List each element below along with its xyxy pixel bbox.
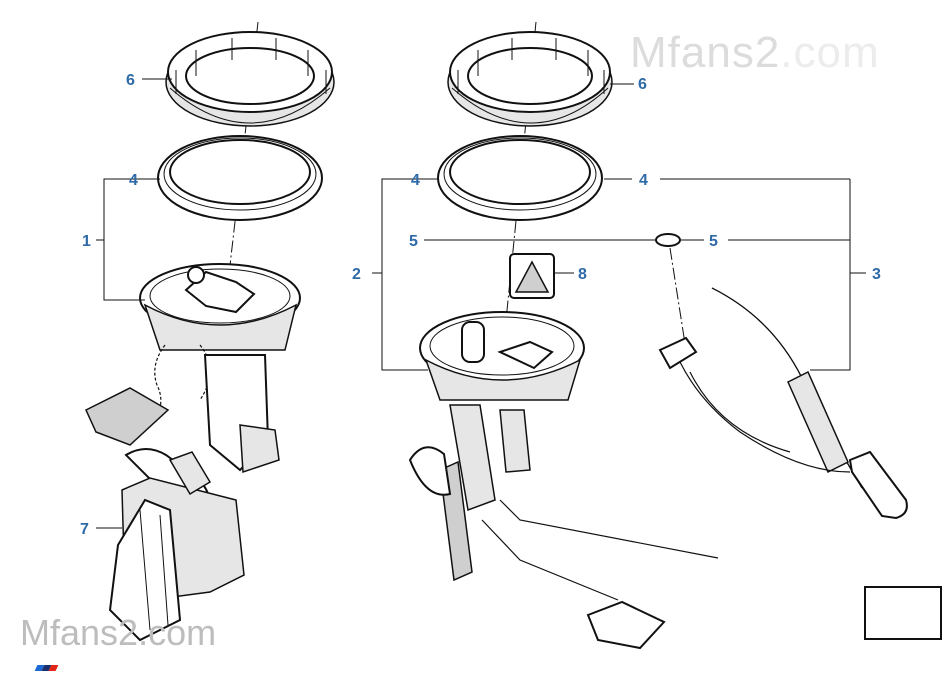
watermark-bottom-brand: Mfans2 — [20, 612, 139, 653]
filter-housing[interactable] — [108, 448, 245, 642]
seal-ring-middle[interactable] — [437, 135, 603, 221]
brand-stripe — [34, 658, 59, 671]
middle-assembly: 6 4 4 5 5 2 8 — [352, 21, 719, 650]
callout-4-middle-left[interactable]: 4 — [411, 172, 420, 189]
watermark-bottom: Mfans2.com — [20, 612, 216, 654]
callout-1[interactable]: 1 — [82, 233, 91, 250]
warning-label[interactable] — [509, 253, 555, 299]
callout-2[interactable]: 2 — [352, 266, 361, 283]
watermark-bottom-suffix: .com — [138, 612, 217, 653]
callout-4-middle-right[interactable]: 4 — [639, 172, 648, 189]
seal-ring-left[interactable] — [157, 135, 323, 221]
callout-6-middle[interactable]: 6 — [638, 76, 647, 93]
callout-5-middle-right[interactable]: 5 — [709, 233, 718, 250]
callout-5-middle-left[interactable]: 5 — [409, 233, 418, 250]
callout-8[interactable]: 8 — [578, 266, 587, 283]
callout-7[interactable]: 7 — [80, 521, 89, 538]
lock-ring-middle[interactable] — [447, 31, 613, 127]
watermark-top: Mfans2.com — [630, 28, 880, 78]
watermark-top-brand: Mfans2 — [630, 28, 781, 77]
callout-3[interactable]: 3 — [872, 266, 881, 283]
back-navigation-button[interactable] — [864, 586, 942, 640]
callout-4-left[interactable]: 4 — [129, 172, 138, 189]
watermark-top-suffix: .com — [780, 28, 880, 77]
left-assembly: 6 4 1 7 — [80, 21, 335, 642]
right-assembly: 3 — [658, 178, 908, 520]
fuel-pump-middle[interactable] — [408, 311, 719, 650]
fuel-pump-left[interactable] — [85, 263, 301, 474]
o-ring[interactable] — [655, 233, 681, 247]
callout-6-left[interactable]: 6 — [126, 72, 135, 89]
fuel-line-harness[interactable] — [658, 287, 908, 520]
lock-ring-left[interactable] — [165, 31, 335, 127]
